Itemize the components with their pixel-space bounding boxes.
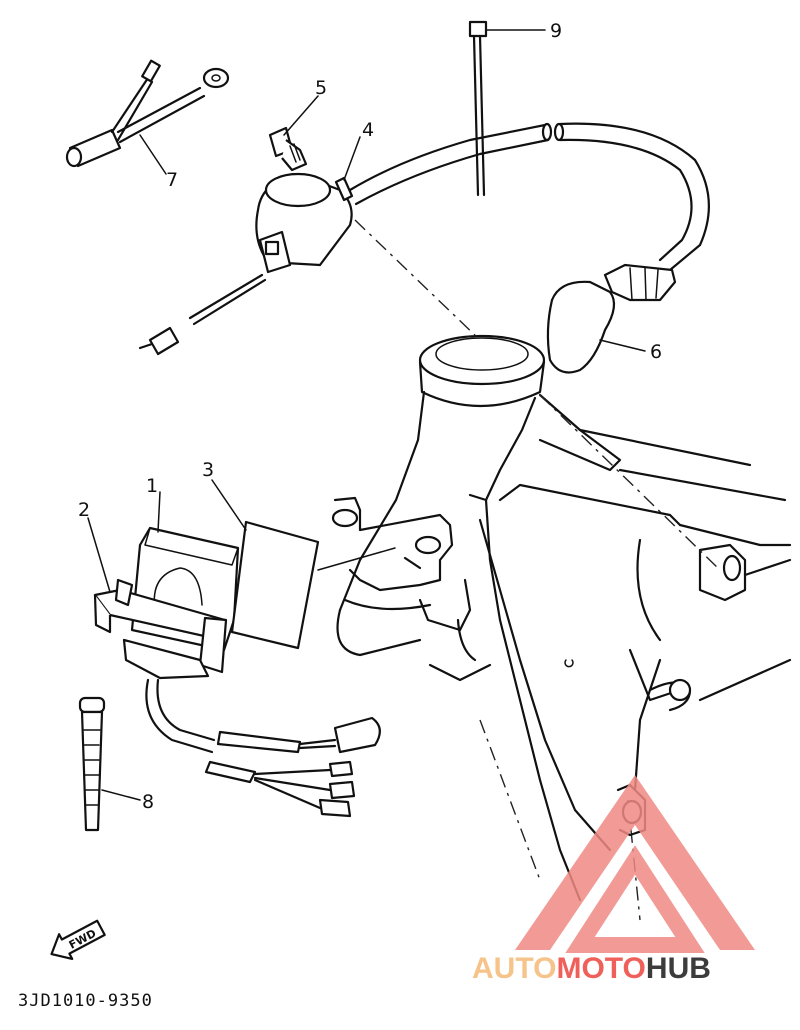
part-2-cdi-holder <box>93 578 228 680</box>
frame-main-spar <box>468 393 792 902</box>
part-3-pad <box>230 520 320 650</box>
watermark-inner-triangle <box>565 845 705 953</box>
callout-8: 8 <box>142 791 154 813</box>
part-9-band <box>468 20 488 197</box>
callout-4: 4 <box>362 119 374 141</box>
cdi-wire-harness <box>145 678 381 818</box>
part-8-cable-tie <box>78 696 106 832</box>
assembly-line-coil <box>354 219 481 341</box>
callout-6: 6 <box>650 341 662 363</box>
part-5-bolt <box>268 126 308 172</box>
part-6-plug-cap <box>546 263 677 374</box>
part-7-lead-wire <box>65 59 230 168</box>
leader-lines <box>87 29 646 801</box>
callout-1: 1 <box>146 475 158 497</box>
watermark-hub: HUB <box>646 952 711 985</box>
callout-9: 9 <box>550 20 562 42</box>
callout-3: 3 <box>202 459 214 481</box>
frame-head-pipe <box>336 334 546 657</box>
fwd-direction-arrow: FWD <box>50 919 106 961</box>
part-4-ignition-coil <box>138 172 354 356</box>
watermark-triangle-icon <box>515 775 755 950</box>
watermark-wordmark: AUTOMOTOHUB <box>472 952 711 985</box>
high-tension-lead <box>348 122 710 272</box>
callout-2: 2 <box>78 499 90 521</box>
callout-numbers: 1 2 3 4 5 6 7 8 9 <box>78 20 662 813</box>
watermark-logo <box>515 775 755 953</box>
assembly-line-cap <box>539 394 721 571</box>
frame-bracket <box>331 496 492 682</box>
callout-5: 5 <box>315 77 327 99</box>
drawing-code: 3JD1010-9350 <box>18 991 153 1011</box>
watermark-moto: MOTO <box>556 952 645 985</box>
callout-7: 7 <box>166 169 178 191</box>
watermark-auto: AUTO <box>472 952 556 985</box>
